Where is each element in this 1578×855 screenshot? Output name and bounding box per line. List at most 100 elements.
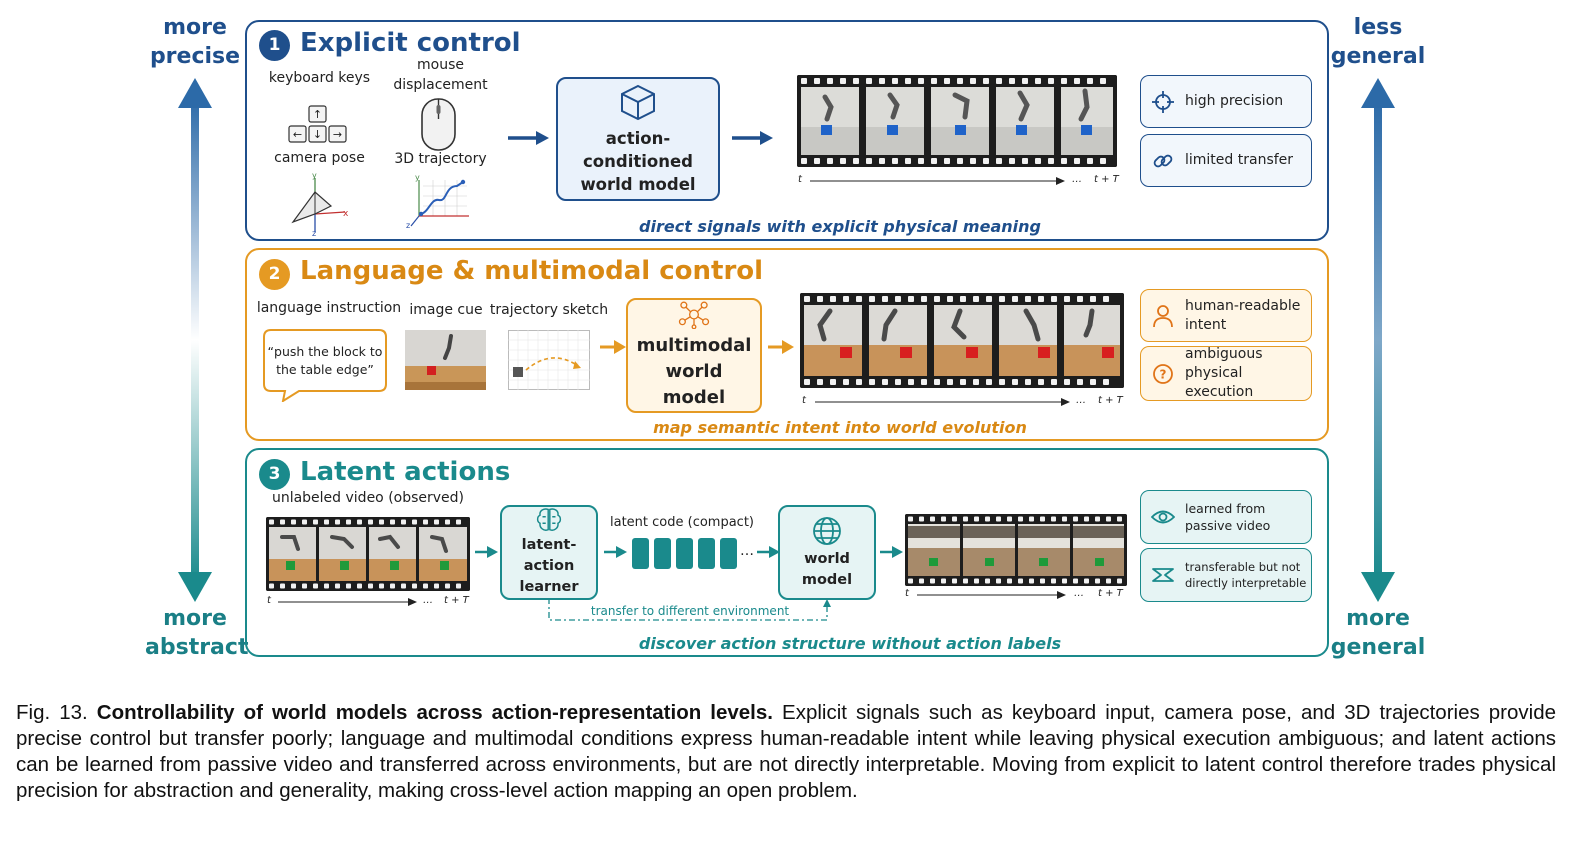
limited-transfer-text: limited transfer bbox=[1185, 152, 1294, 168]
latent-code-label: latent code (compact) bbox=[610, 515, 754, 530]
panel2-arrow-out bbox=[768, 340, 794, 354]
image-cue-label: image cue bbox=[409, 302, 483, 318]
panel2-caption: map semantic intent into world evolution bbox=[653, 418, 1027, 437]
learned-passive-video-text: learned from passive video bbox=[1185, 501, 1271, 533]
panel3-number: 3 bbox=[259, 459, 290, 490]
left-top-label: more precise bbox=[149, 15, 241, 69]
person-icon bbox=[1153, 304, 1173, 327]
trajectory-sketch-label: trajectory sketch bbox=[489, 302, 609, 318]
trajectory-sketch-picture bbox=[508, 330, 590, 390]
image-cue-picture bbox=[405, 330, 486, 390]
svg-text:x: x bbox=[343, 209, 349, 219]
figure-label: Fig. 13. bbox=[16, 701, 88, 724]
panel3-input-filmstrip bbox=[266, 517, 470, 591]
panel2-filmstrip bbox=[800, 293, 1124, 388]
panel3-arrow-4 bbox=[880, 546, 903, 558]
svg-text:→: → bbox=[333, 128, 342, 141]
panel2-arrow-in bbox=[600, 340, 626, 354]
crosshair-icon bbox=[1152, 90, 1174, 113]
panel2-number: 2 bbox=[259, 259, 290, 290]
svg-text:z: z bbox=[406, 221, 410, 230]
latent-code-blocks bbox=[632, 538, 737, 569]
right-top-label: less general bbox=[1330, 15, 1426, 69]
multimodal-model-label: multimodal world model bbox=[636, 335, 752, 408]
latent-actions-panel bbox=[245, 448, 1329, 657]
svg-text:↓: ↓ bbox=[313, 128, 322, 141]
panel1-arrow-out bbox=[732, 131, 773, 145]
panel3-input-timeline-end: t + T bbox=[444, 595, 469, 606]
globe-icon bbox=[813, 516, 841, 545]
quote-text: “push the block to the table edge” bbox=[267, 344, 383, 377]
panel1-timeline-start: t bbox=[798, 174, 802, 185]
svg-text:y: y bbox=[415, 173, 420, 182]
left-gradient-arrow bbox=[178, 78, 212, 602]
ambiguous-execution-text: ambiguous physical execution bbox=[1185, 346, 1263, 400]
panel1-number: 1 bbox=[259, 30, 290, 61]
panel2-title: Language & multimodal control bbox=[300, 256, 764, 286]
panel1-timeline-end: t + T bbox=[1094, 174, 1119, 185]
transfer-label: transfer to different environment bbox=[590, 604, 790, 618]
panel1-title: Explicit control bbox=[300, 28, 521, 58]
panel1-timeline-arrow bbox=[810, 177, 1065, 185]
panel1-filmstrip bbox=[797, 75, 1117, 167]
transfer-icon bbox=[1152, 568, 1174, 582]
camera-pose-icon: y x z bbox=[291, 172, 349, 236]
panel3-input-timeline-arrow bbox=[278, 598, 417, 606]
panel2-timeline-start: t bbox=[802, 395, 806, 406]
action-conditioned-model-label: action-conditioned world model bbox=[580, 128, 696, 194]
3d-trajectory-icon: y z bbox=[406, 173, 469, 230]
keyboard-keys-label: keyboard keys bbox=[268, 70, 371, 86]
transfer-dashed-connector bbox=[548, 598, 831, 621]
link-icon bbox=[1153, 154, 1173, 167]
latent-code-dots: … bbox=[740, 543, 754, 559]
network-icon bbox=[678, 301, 710, 329]
human-readable-intent-box: human-readable intent bbox=[1140, 289, 1312, 342]
panel3-input-timeline-dots: … bbox=[423, 595, 433, 606]
language-instruction-label: language instruction bbox=[256, 300, 402, 316]
panel3-output-filmstrip bbox=[905, 514, 1127, 586]
world-model-box: world model bbox=[778, 505, 876, 600]
panel3-output-timeline-dots: … bbox=[1074, 588, 1084, 599]
action-conditioned-world-model-box: action-conditioned world model bbox=[556, 77, 720, 201]
language-multimodal-panel bbox=[245, 248, 1329, 441]
figure-caption-text: Explicit signals such as keyboard input,… bbox=[16, 701, 1557, 802]
panel3-output-timeline-start: t bbox=[905, 588, 909, 599]
svg-text:z: z bbox=[312, 229, 316, 236]
mouse-label: mouse displacement bbox=[393, 57, 488, 93]
panel2-timeline-arrow bbox=[815, 398, 1070, 406]
question-icon: ? bbox=[1153, 363, 1173, 384]
panel3-input-timeline-start: t bbox=[267, 595, 271, 606]
mouse-icon bbox=[421, 98, 456, 151]
panel1-arrow-in bbox=[508, 131, 549, 145]
panel3-arrow-1 bbox=[475, 546, 498, 558]
cube-icon bbox=[621, 84, 655, 120]
panel3-output-timeline-arrow bbox=[917, 591, 1066, 599]
keyboard-keys-icon: ↑ ← ↓ → bbox=[288, 105, 347, 143]
explicit-control-panel bbox=[245, 20, 1329, 241]
panel3-title: Latent actions bbox=[300, 457, 511, 487]
svg-text:↑: ↑ bbox=[313, 108, 322, 121]
latent-action-learner-label: latent-action learner bbox=[519, 537, 579, 595]
panel2-timeline-end: t + T bbox=[1098, 395, 1123, 406]
figure-caption-bold: Controllability of world models across a… bbox=[96, 701, 773, 724]
brain-icon bbox=[536, 508, 562, 531]
panel2-timeline-dots: … bbox=[1076, 395, 1086, 406]
right-bottom-label: more general bbox=[1330, 606, 1426, 660]
unlabeled-video-label: unlabeled video (observed) bbox=[271, 490, 465, 506]
speech-bubble-icon bbox=[263, 329, 387, 402]
panel3-caption: discover action structure without action… bbox=[638, 634, 1062, 653]
figure-caption: Fig. 13. Controllability of world models… bbox=[16, 700, 1556, 804]
svg-text:?: ? bbox=[1160, 367, 1167, 381]
panel1-caption: direct signals with explicit physical me… bbox=[639, 217, 1041, 236]
trajectory-label: 3D trajectory bbox=[394, 151, 487, 167]
transferable-box: transferable but not directly interpreta… bbox=[1140, 548, 1312, 602]
right-gradient-arrow bbox=[1361, 78, 1395, 602]
limited-transfer-box: limited transfer bbox=[1140, 134, 1312, 187]
ambiguous-execution-box: ? ambiguous physical execution bbox=[1140, 346, 1312, 401]
multimodal-world-model-box: multimodal world model bbox=[626, 298, 762, 413]
panel3-arrow-3 bbox=[757, 546, 780, 558]
eye-icon bbox=[1151, 510, 1175, 524]
svg-text:←: ← bbox=[293, 128, 302, 141]
panel1-timeline-dots: … bbox=[1072, 174, 1082, 185]
panel3-arrow-2 bbox=[604, 546, 627, 558]
